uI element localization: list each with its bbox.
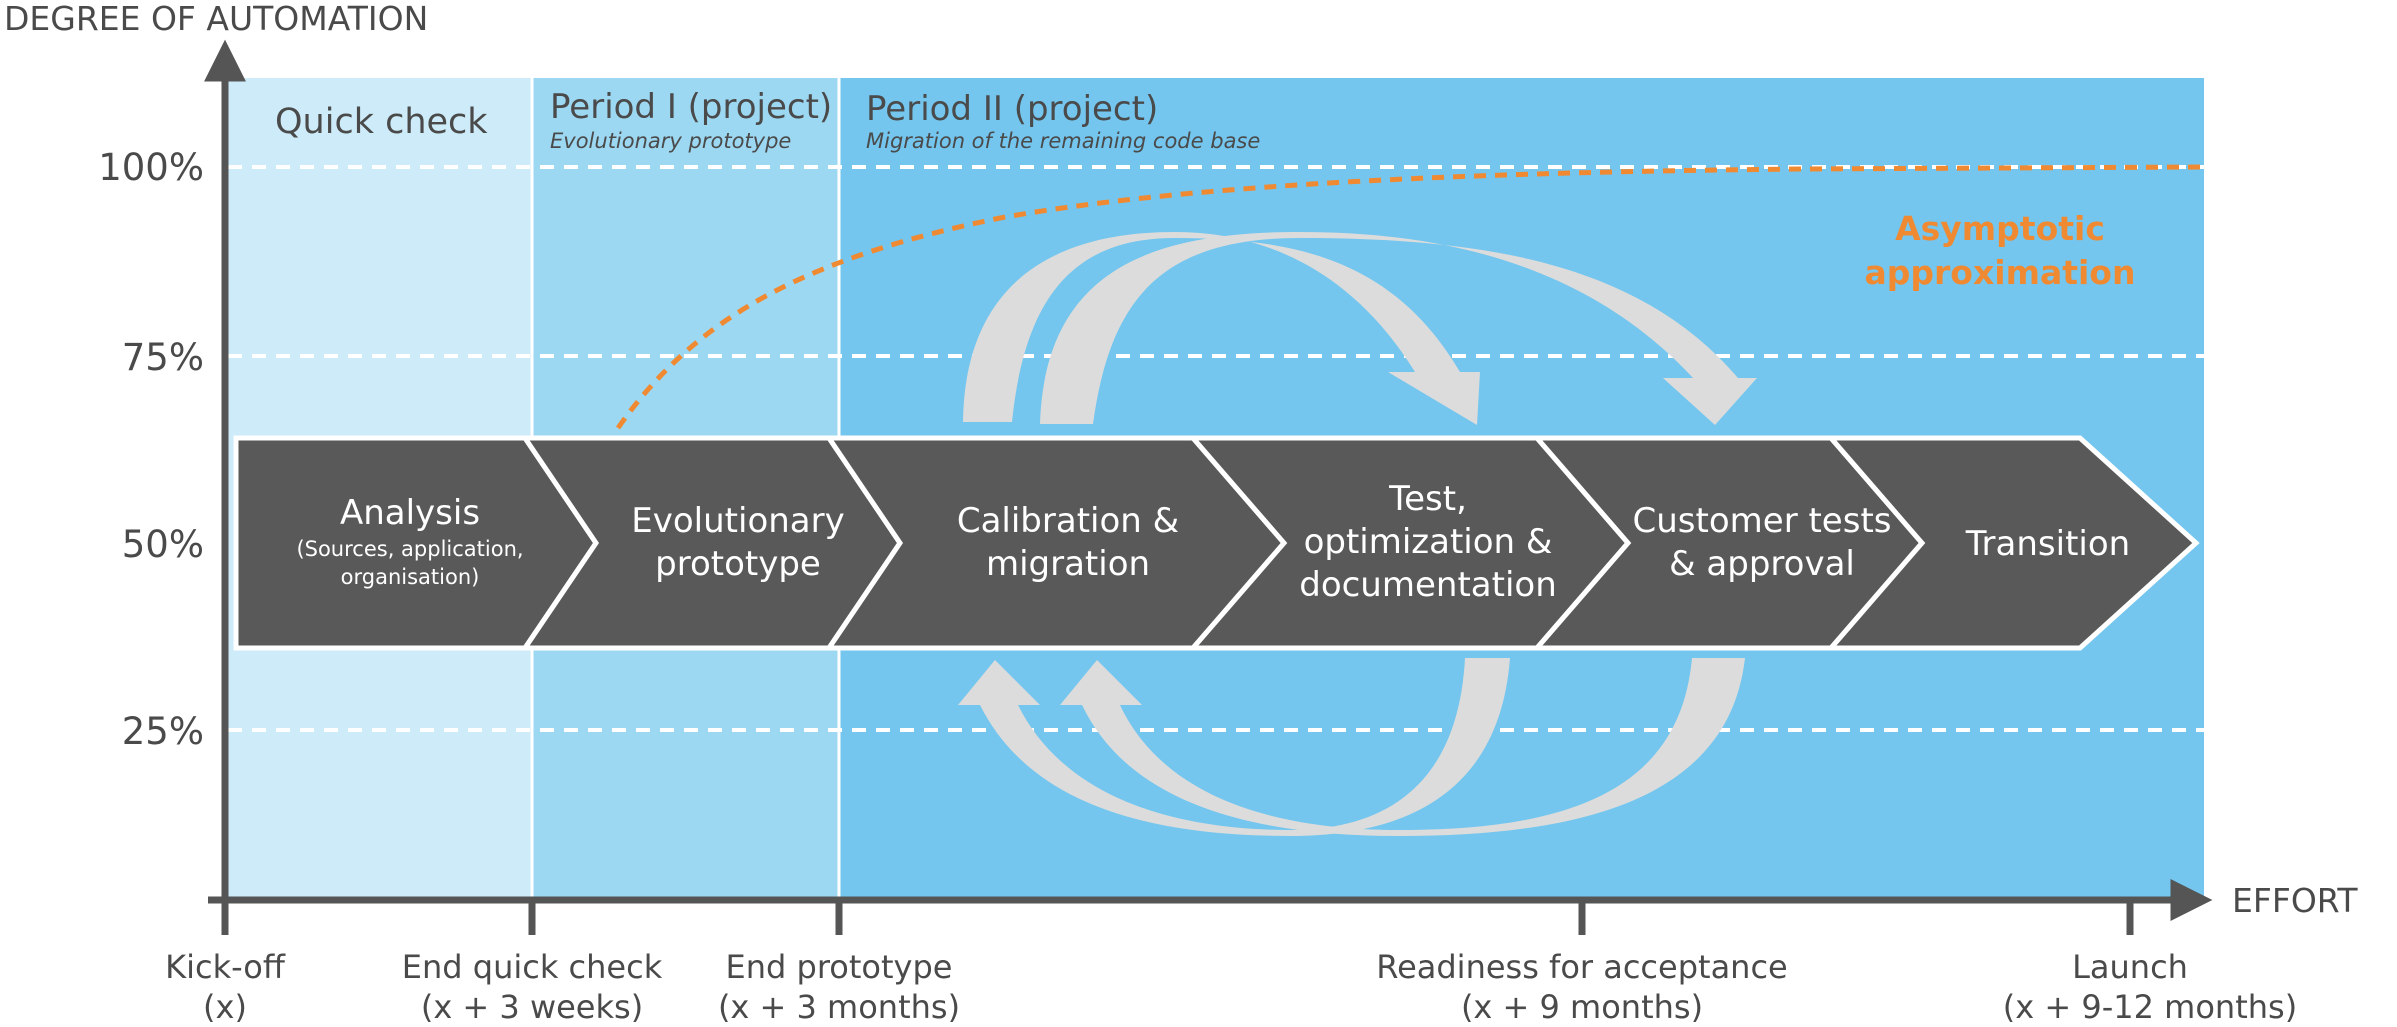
y-axis-title: DEGREE OF AUTOMATION bbox=[4, 0, 428, 38]
asymptotic-curve bbox=[615, 164, 2205, 430]
zone-title-quick-check: Quick check bbox=[275, 102, 488, 142]
y-tick-100: 100% bbox=[98, 146, 204, 189]
step-test-label-3: documentation bbox=[1299, 565, 1557, 605]
step-analysis-label: Analysis bbox=[340, 493, 480, 533]
asymptotic-label-line-1: Asymptotic bbox=[1895, 209, 2105, 248]
milestone-launch-name: Launch bbox=[2072, 948, 2188, 986]
y-tick-labels: 100% 75% 50% 25% bbox=[98, 146, 204, 753]
step-transition-shape bbox=[1825, 435, 2200, 651]
step-prototype-label-1: Evolutionary bbox=[631, 501, 844, 541]
y-tick-75: 75% bbox=[122, 336, 204, 379]
loop-arrow-upper-1 bbox=[963, 232, 1480, 425]
asymptotic-label-line-2: approximation bbox=[1865, 253, 2136, 292]
zone-title-period-1: Period I (project) bbox=[550, 87, 832, 127]
milestone-kickoff-when: (x) bbox=[203, 988, 247, 1022]
step-test-label-2: optimization & bbox=[1304, 522, 1553, 562]
zone-title-period-2: Period II (project) bbox=[866, 89, 1158, 129]
y-tick-50: 50% bbox=[122, 523, 204, 566]
step-customer-tests-label-2: & approval bbox=[1669, 544, 1855, 584]
step-transition-label: Transition bbox=[1965, 524, 2130, 564]
step-labels: Analysis (Sources, application, organisa… bbox=[296, 479, 2130, 605]
loop-arrow-lower-1 bbox=[958, 658, 1510, 836]
x-axis-title: EFFORT bbox=[2232, 881, 2358, 920]
step-customer-tests-label-1: Customer tests bbox=[1633, 501, 1892, 541]
gridlines bbox=[228, 165, 2204, 732]
milestone-ticks bbox=[221, 900, 2134, 935]
milestone-labels: Kick-off (x) End quick check (x + 3 week… bbox=[165, 948, 2297, 1026]
upper-loop-arrows bbox=[963, 232, 1757, 425]
lower-loop-arrows bbox=[958, 658, 1745, 836]
zone-subtitle-period-1: Evolutionary prototype bbox=[550, 129, 791, 153]
step-calibration-label-2: migration bbox=[986, 544, 1150, 584]
step-calibration-label-1: Calibration & bbox=[957, 501, 1179, 541]
milestone-end-quick-check-when: (x + 3 weeks) bbox=[421, 988, 643, 1022]
milestone-kickoff-name: Kick-off bbox=[165, 948, 286, 986]
step-calibration-shape bbox=[824, 435, 1288, 651]
milestone-launch-when: (x + 9-12 months) bbox=[2003, 988, 2297, 1022]
milestone-readiness-name: Readiness for acceptance bbox=[1376, 948, 1787, 986]
milestone-readiness-when: (x + 9 months) bbox=[1461, 988, 1703, 1022]
process-chevrons bbox=[233, 435, 2200, 651]
step-test-label-1: Test, bbox=[1388, 479, 1467, 519]
step-analysis-sub-1: (Sources, application, bbox=[296, 537, 523, 561]
milestone-end-prototype-name: End prototype bbox=[726, 948, 953, 986]
milestone-end-quick-check-name: End quick check bbox=[402, 948, 663, 986]
step-analysis-sub-2: organisation) bbox=[341, 565, 480, 589]
step-prototype-label-2: prototype bbox=[655, 544, 821, 584]
milestone-end-prototype-when: (x + 3 months) bbox=[718, 988, 960, 1022]
y-tick-25: 25% bbox=[122, 710, 204, 753]
loop-arrow-upper-2 bbox=[1040, 232, 1757, 425]
zone-subtitle-period-2: Migration of the remaining code base bbox=[866, 129, 1260, 153]
